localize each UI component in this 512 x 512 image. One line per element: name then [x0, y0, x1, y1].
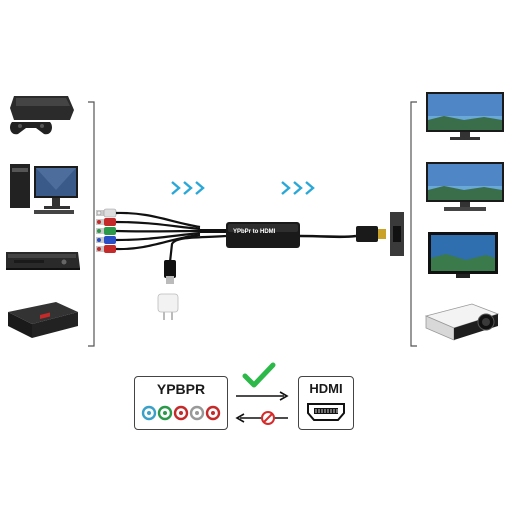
ypbpr-input-box: YPBPR	[134, 376, 228, 430]
converter-adapter	[226, 222, 300, 248]
ypbpr-label: YPBPR	[156, 381, 206, 397]
hdmi-output-box: HDMI	[298, 376, 354, 430]
tv-icon	[426, 230, 500, 280]
check-icon	[242, 362, 276, 390]
usb-power-adapter-icon	[156, 292, 180, 322]
hdmi-port-icon	[307, 403, 345, 421]
component-ports-icon	[141, 405, 221, 421]
adapter-label: YPbPr to HDMI	[233, 229, 276, 235]
monitor-icon	[424, 90, 506, 142]
hdmi-label: HDMI	[309, 381, 343, 396]
projector-icon	[422, 296, 502, 346]
no-entry-icon	[260, 410, 276, 426]
signal-flow-arrows-right	[280, 180, 318, 196]
supported-direction-arrow	[234, 391, 290, 401]
signal-flow-arrows-left	[170, 180, 208, 196]
dvd-player-icon	[4, 246, 82, 276]
desktop-computer-icon	[6, 160, 82, 216]
set-top-box-icon	[4, 298, 80, 346]
rca-plug-group	[96, 208, 117, 253]
game-console-icon	[6, 90, 78, 138]
monitor-icon	[424, 160, 506, 214]
